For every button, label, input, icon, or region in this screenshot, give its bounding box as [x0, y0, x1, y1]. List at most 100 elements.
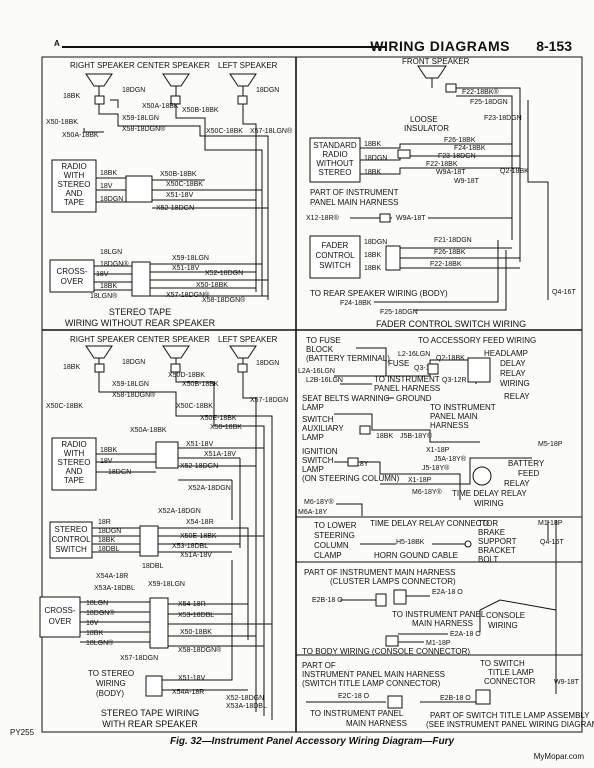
svg-text:X53-18DBL: X53-18DBL: [172, 543, 208, 550]
connector: [445, 83, 457, 93]
connector: [359, 425, 371, 435]
svg-text:18BK: 18BK: [86, 630, 103, 637]
svg-text:CROSS-: CROSS-: [56, 267, 87, 276]
svg-text:WIRING: WIRING: [488, 621, 518, 630]
svg-text:W9-18T: W9-18T: [454, 178, 480, 185]
svg-text:W9A-18T: W9A-18T: [436, 169, 466, 176]
svg-text:DELAY: DELAY: [500, 359, 526, 368]
svg-text:HEADLAMP: HEADLAMP: [484, 349, 528, 358]
svg-text:X1-18P: X1-18P: [408, 477, 432, 484]
svg-text:F22-18BK®: F22-18BK®: [462, 88, 500, 96]
svg-text:W9-18T: W9-18T: [554, 679, 580, 686]
svg-text:TO ACCESSORY FEED WIRING: TO ACCESSORY FEED WIRING: [418, 336, 536, 345]
panel-a-caption: STEREO TAPE: [109, 307, 171, 317]
svg-text:L2B-16LGN: L2B-16LGN: [306, 377, 343, 384]
svg-text:X52A-18DGN: X52A-18DGN: [158, 508, 201, 515]
svg-text:RELAY: RELAY: [500, 369, 526, 378]
svg-text:18DGN: 18DGN: [364, 239, 387, 246]
connector: [347, 457, 359, 467]
svg-text:PART OF: PART OF: [302, 661, 336, 670]
diagram-frame: [41, 56, 583, 733]
svg-text:M6A-18Y: M6A-18Y: [298, 509, 328, 516]
radio-label: RADIO: [61, 162, 86, 171]
svg-text:X51-18V: X51-18V: [172, 265, 200, 272]
svg-text:STEREO: STEREO: [58, 458, 91, 467]
wire-label: 18BK: [63, 93, 80, 100]
svg-text:18LGN: 18LGN: [86, 600, 108, 607]
loose-insulator-label: LOOSE: [410, 115, 438, 124]
connector: [375, 593, 387, 607]
svg-text:BATTERY: BATTERY: [508, 459, 545, 468]
svg-text:INSULATOR: INSULATOR: [404, 124, 449, 133]
svg-text:HORN GOUND CABLE: HORN GOUND CABLE: [374, 551, 458, 560]
svg-text:X50-18BK: X50-18BK: [196, 282, 228, 289]
svg-text:(CLUSTER LAMPS CONNECTOR): (CLUSTER LAMPS CONNECTOR): [330, 577, 456, 586]
svg-text:X50C-18BK: X50C-18BK: [176, 403, 213, 410]
svg-text:M6-18Y®: M6-18Y®: [304, 498, 335, 506]
stereo-control-switch: [49, 521, 93, 559]
wire-label: X59-18LGN: [122, 115, 159, 122]
svg-text:TO LOWER: TO LOWER: [314, 521, 357, 530]
svg-text:PANEL HARNESS: PANEL HARNESS: [374, 384, 440, 393]
svg-text:PART OF SWITCH TITLE LAMP ASSE: PART OF SWITCH TITLE LAMP ASSEMBLY: [430, 711, 590, 720]
svg-text:TO STEREO: TO STEREO: [88, 669, 134, 678]
svg-text:STEREO: STEREO: [319, 168, 352, 177]
svg-text:TO SWITCH: TO SWITCH: [480, 659, 525, 668]
svg-text:AND: AND: [66, 467, 83, 476]
svg-text:18BK: 18BK: [100, 283, 117, 290]
svg-text:F22-18BK: F22-18BK: [426, 161, 458, 168]
svg-text:F24-18BK: F24-18BK: [454, 145, 486, 152]
svg-text:X53-18DBL: X53-18DBL: [178, 612, 214, 619]
svg-text:18Y: 18Y: [356, 461, 369, 468]
connector: [385, 245, 401, 271]
svg-text:X51-18V: X51-18V: [186, 441, 214, 448]
switch-title-lamp-connector: [475, 689, 491, 705]
svg-text:CENTER SPEAKER: CENTER SPEAKER: [137, 335, 210, 344]
svg-text:18BK: 18BK: [376, 433, 393, 440]
connector: [427, 363, 439, 375]
svg-text:18BK: 18BK: [100, 447, 117, 454]
connector: [237, 363, 248, 373]
header-page-number: 8-153: [536, 38, 572, 54]
svg-text:CROSS-: CROSS-: [44, 606, 75, 615]
svg-text:18BK: 18BK: [98, 537, 115, 544]
svg-text:TIME DELAY RELAY CONNECTOR: TIME DELAY RELAY CONNECTOR: [370, 519, 498, 528]
connector: [139, 525, 159, 557]
wire-label: X50A-18BK: [62, 132, 99, 139]
svg-text:(ON STEERING COLUMN): (ON STEERING COLUMN): [302, 474, 400, 483]
svg-text:PART OF INSTRUMENT MAIN HARNES: PART OF INSTRUMENT MAIN HARNESS: [304, 568, 455, 577]
svg-text:X58-18DGN®: X58-18DGN®: [178, 646, 222, 654]
svg-text:F26-18BK: F26-18BK: [444, 137, 476, 144]
svg-text:X57-18DGN: X57-18DGN: [120, 655, 158, 662]
panel-c: RIGHT SPEAKER CENTER SPEAKER LEFT SPEAKE…: [39, 335, 288, 729]
svg-text:INSTRUMENT PANEL MAIN HARNESS: INSTRUMENT PANEL MAIN HARNESS: [302, 670, 445, 679]
svg-text:Q4-16T: Q4-16T: [540, 539, 564, 546]
speaker-label-front: FRONT SPEAKER: [402, 57, 470, 66]
rear-speaker-label: TO REAR SPEAKER WIRING (BODY): [310, 289, 448, 298]
page-header: A WIRING DIAGRAMS 8-153: [54, 38, 572, 54]
svg-text:WIRING: WIRING: [500, 379, 530, 388]
speaker-icon: [229, 345, 257, 359]
svg-text:Q3-12R: Q3-12R: [442, 377, 467, 384]
svg-text:SWITCH: SWITCH: [302, 415, 334, 424]
svg-text:WIRING: WIRING: [96, 679, 126, 688]
svg-text:SWITCH: SWITCH: [319, 261, 351, 270]
svg-text:E2C-18 O: E2C-18 O: [338, 693, 370, 700]
header-rule: [62, 46, 387, 48]
header-mark: A: [54, 39, 60, 48]
svg-text:X54-18R: X54-18R: [186, 519, 214, 526]
svg-text:X1-18P: X1-18P: [426, 447, 450, 454]
svg-text:L2-16LGN: L2-16LGN: [398, 351, 430, 358]
svg-text:L2A-16LGN: L2A-16LGN: [298, 368, 335, 375]
wire-label: 18DGN: [256, 87, 279, 94]
svg-text:CONNECTOR: CONNECTOR: [484, 677, 536, 686]
connector: [94, 95, 105, 105]
svg-text:PANEL MAIN HARNESS: PANEL MAIN HARNESS: [310, 198, 398, 207]
svg-text:FADER: FADER: [322, 241, 349, 250]
svg-text:SWITCH: SWITCH: [55, 545, 87, 554]
svg-text:TO INSTRUMENT: TO INSTRUMENT: [374, 375, 440, 384]
svg-text:AUXILIARY: AUXILIARY: [302, 424, 344, 433]
svg-text:RADIO: RADIO: [61, 440, 86, 449]
connector: [385, 635, 399, 647]
wire-label: X50-18BK: [46, 119, 78, 126]
